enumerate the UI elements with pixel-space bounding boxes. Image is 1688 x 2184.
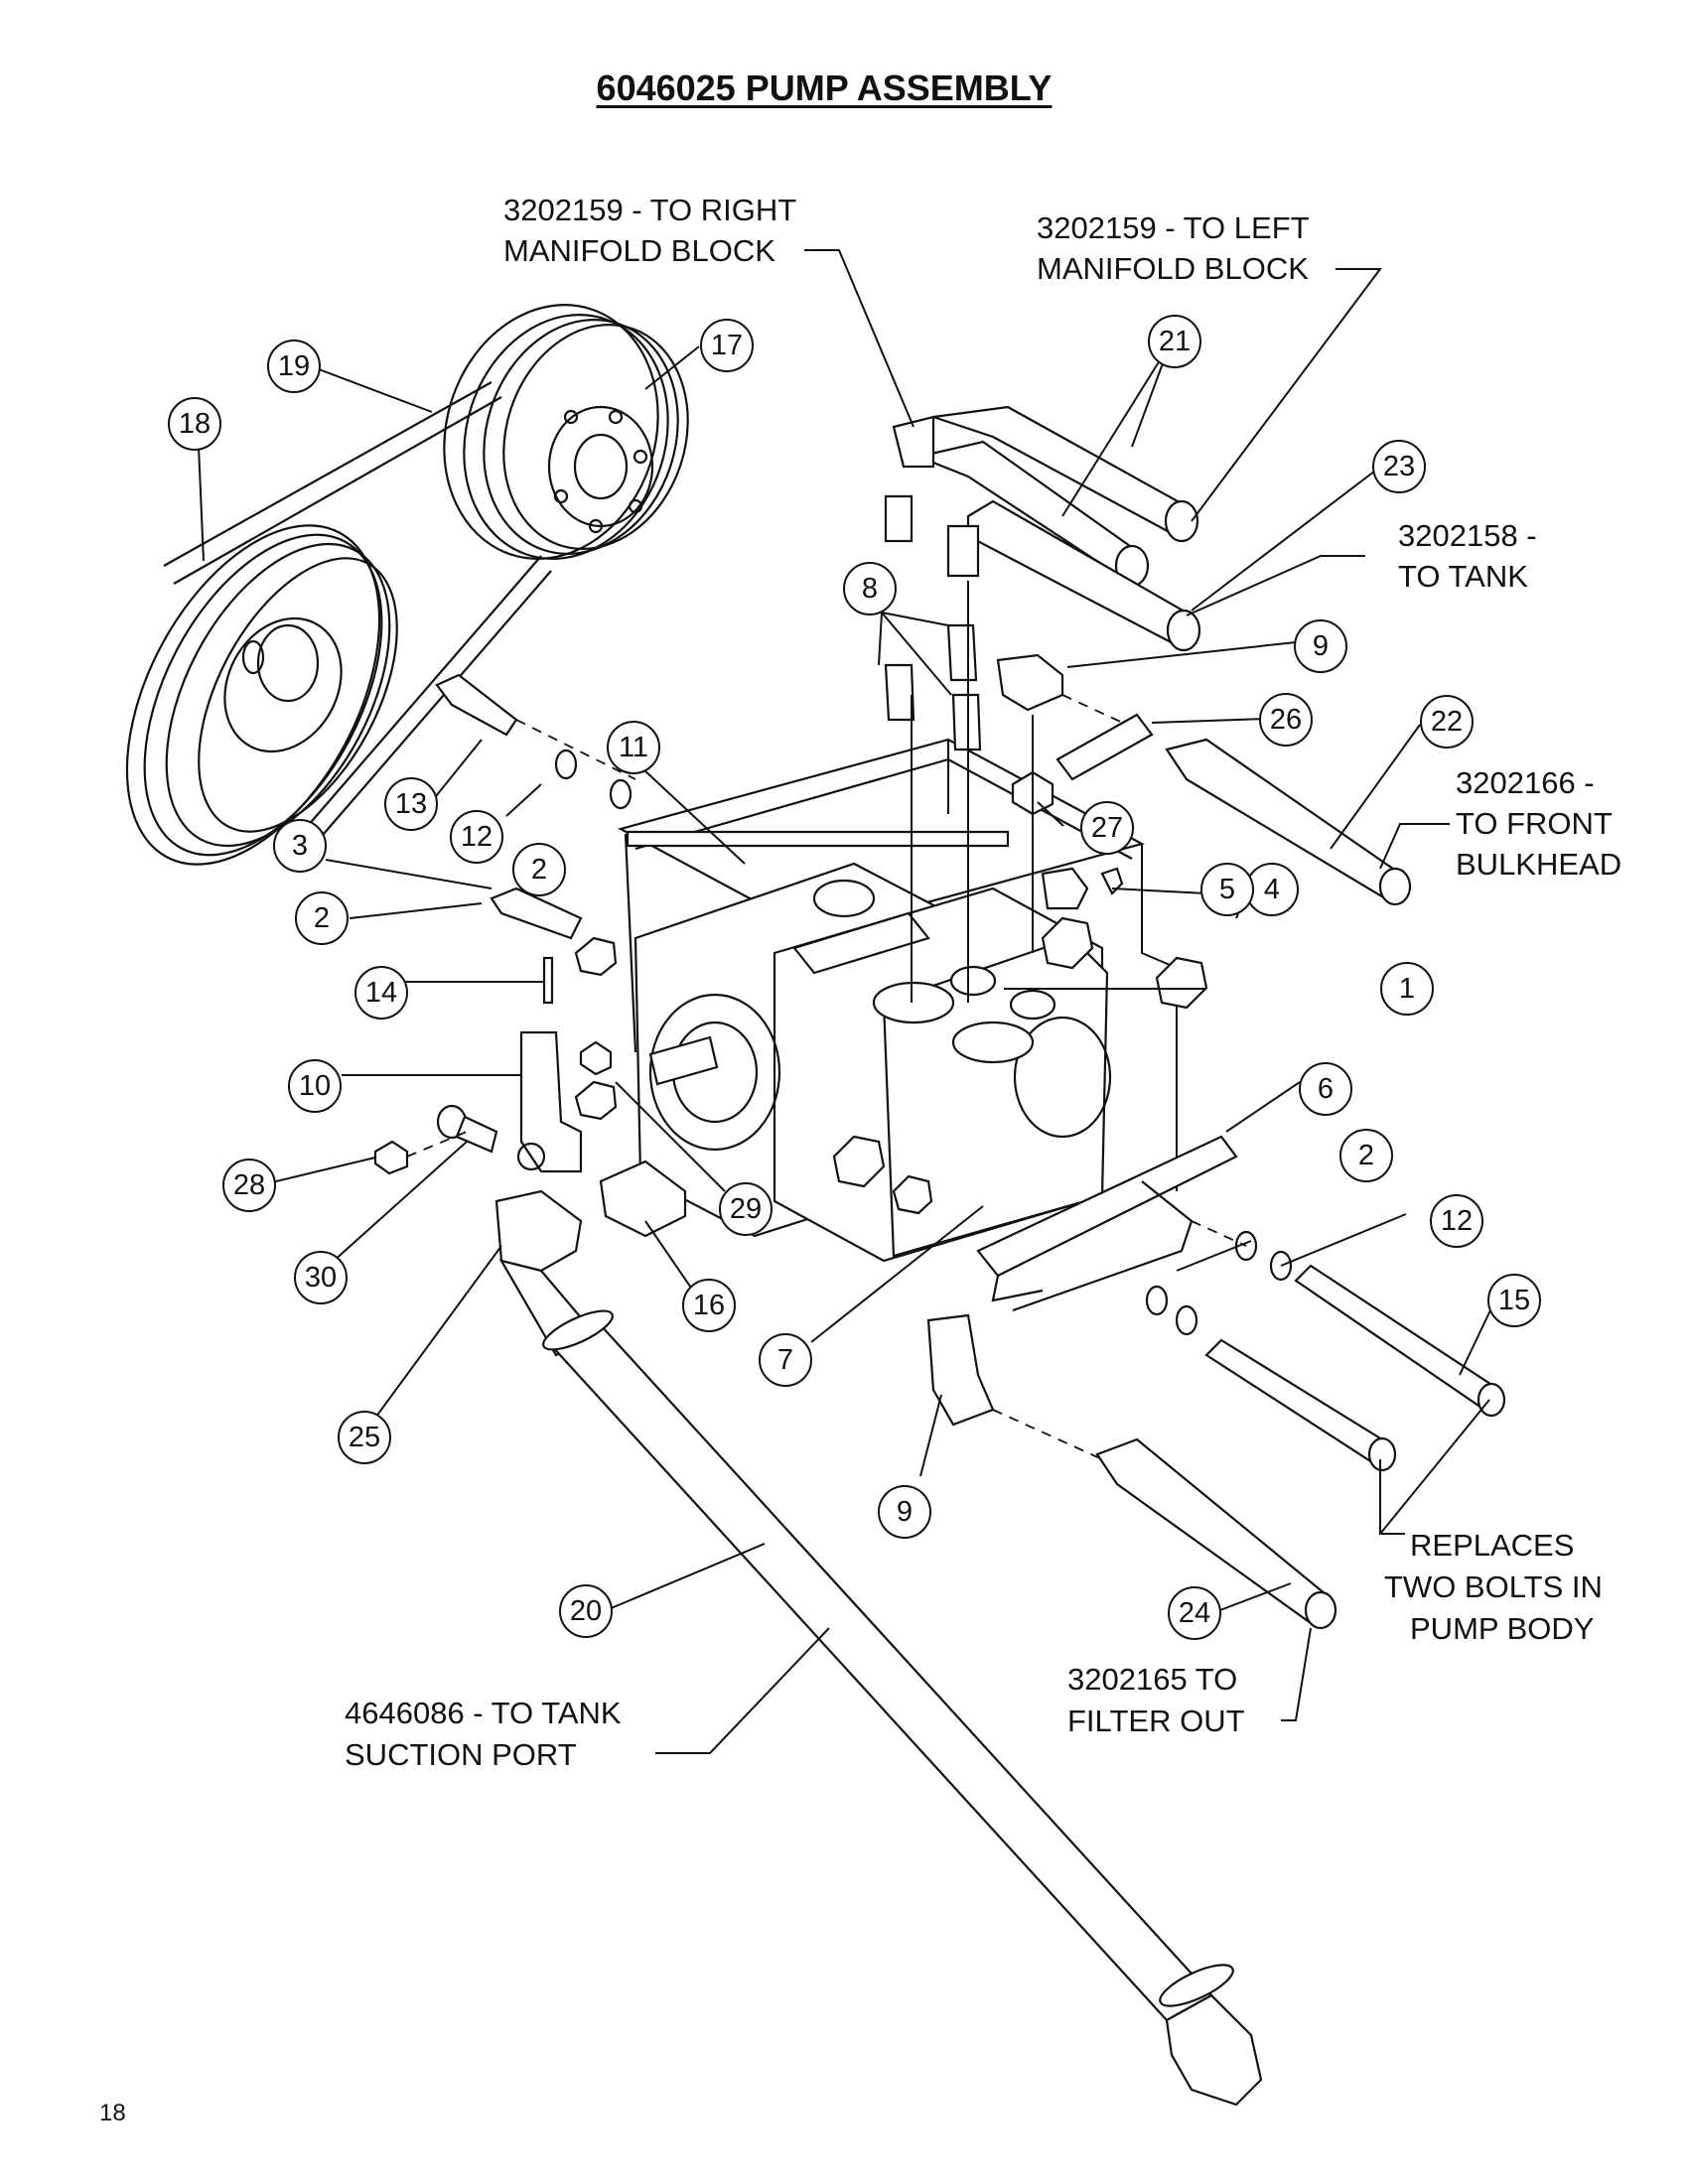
svg-text:22: 22 — [1431, 706, 1463, 738]
note-front-bulkhead-line2: TO FRONT — [1456, 806, 1613, 841]
svg-text:25: 25 — [349, 1422, 380, 1453]
note-to-tank-line2: TO TANK — [1398, 559, 1528, 594]
callout-13: 13 — [384, 777, 438, 831]
fittings-and-hoses — [373, 405, 1506, 2107]
callout-14: 14 — [354, 966, 408, 1020]
callout-23: 23 — [1372, 440, 1426, 493]
svg-text:8: 8 — [862, 573, 878, 605]
svg-text:24: 24 — [1179, 1597, 1210, 1629]
note-front-bulkhead-line3: BULKHEAD — [1456, 847, 1621, 882]
callout-25: 25 — [338, 1411, 391, 1464]
svg-text:30: 30 — [305, 1262, 337, 1294]
callout-28: 28 — [222, 1159, 276, 1212]
svg-text:2: 2 — [314, 902, 330, 934]
svg-text:5: 5 — [1219, 874, 1235, 905]
svg-text:2: 2 — [1358, 1140, 1374, 1171]
note-filter-out-line2: FILTER OUT — [1067, 1704, 1245, 1738]
callout-16: 16 — [682, 1279, 736, 1332]
belt-drive — [125, 304, 689, 866]
note-left-manifold-line1: 3202159 - TO LEFT — [1037, 210, 1310, 245]
note-to-tank-line1: 3202158 - — [1398, 518, 1537, 553]
callout-5: 5 — [1200, 863, 1254, 916]
callout-8: 8 — [843, 562, 897, 615]
note-replaces-line3: PUMP BODY — [1410, 1611, 1594, 1646]
callout-2: 2 — [512, 843, 566, 896]
callout-26: 26 — [1259, 693, 1313, 747]
callout-19: 19 — [267, 340, 321, 393]
svg-text:27: 27 — [1091, 812, 1123, 844]
note-front-bulkhead-line1: 3202166 - — [1456, 765, 1595, 800]
svg-text:6: 6 — [1318, 1073, 1334, 1105]
svg-text:10: 10 — [299, 1070, 331, 1102]
callout-7: 7 — [759, 1333, 812, 1387]
callout-1: 1 — [1380, 962, 1434, 1016]
svg-text:23: 23 — [1383, 451, 1415, 482]
callout-17: 17 — [700, 319, 754, 372]
callout-20: 20 — [559, 1584, 613, 1638]
callout-2: 2 — [295, 891, 349, 945]
callout-12: 12 — [1430, 1194, 1483, 1248]
svg-text:13: 13 — [395, 788, 427, 820]
callout-11: 11 — [607, 721, 660, 774]
svg-text:14: 14 — [365, 977, 397, 1009]
svg-text:18: 18 — [179, 408, 211, 440]
svg-text:4: 4 — [1264, 874, 1280, 905]
note-filter-out-line1: 3202165 TO — [1067, 1662, 1237, 1697]
callout-6: 6 — [1299, 1062, 1352, 1116]
pump-body — [516, 738, 1238, 1312]
callout-15: 15 — [1487, 1274, 1541, 1327]
note-replaces-line1: REPLACES — [1410, 1528, 1574, 1563]
assembly-lines — [406, 581, 1247, 1460]
callout-3: 3 — [273, 819, 327, 873]
note-suction-line1: 4646086 - TO TANK — [345, 1696, 622, 1730]
svg-text:9: 9 — [1313, 630, 1329, 662]
svg-text:17: 17 — [711, 330, 743, 361]
svg-text:19: 19 — [278, 350, 310, 382]
svg-text:12: 12 — [1441, 1205, 1473, 1237]
svg-text:20: 20 — [570, 1595, 602, 1627]
svg-text:29: 29 — [730, 1193, 762, 1225]
page-number: 18 — [99, 2100, 126, 2126]
svg-text:11: 11 — [619, 732, 648, 763]
svg-text:12: 12 — [461, 821, 492, 853]
note-right-manifold-line2: MANIFOLD BLOCK — [503, 233, 775, 268]
svg-text:9: 9 — [897, 1496, 913, 1528]
callout-22: 22 — [1420, 695, 1474, 749]
svg-text:1: 1 — [1399, 973, 1415, 1005]
note-right-manifold-line1: 3202159 - TO RIGHT — [503, 193, 796, 227]
note-left-manifold-line2: MANIFOLD BLOCK — [1037, 251, 1309, 286]
note-replaces-line2: TWO BOLTS IN — [1384, 1570, 1603, 1604]
svg-text:3: 3 — [292, 830, 308, 862]
svg-text:15: 15 — [1498, 1285, 1530, 1316]
callout-9: 9 — [1294, 619, 1347, 673]
svg-text:7: 7 — [777, 1344, 793, 1376]
callout-30: 30 — [294, 1251, 348, 1304]
svg-text:21: 21 — [1159, 326, 1191, 357]
callout-24: 24 — [1168, 1586, 1221, 1640]
callout-2: 2 — [1339, 1129, 1393, 1182]
callout-21: 21 — [1148, 315, 1201, 368]
page-title: 6046025 PUMP ASSEMBLY — [596, 68, 1053, 108]
callout-18: 18 — [168, 397, 221, 451]
callout-12: 12 — [450, 810, 503, 864]
svg-text:2: 2 — [531, 854, 547, 886]
callout-10: 10 — [288, 1059, 342, 1113]
callout-9: 9 — [878, 1485, 931, 1539]
note-suction-line2: SUCTION PORT — [345, 1737, 577, 1772]
svg-text:26: 26 — [1270, 704, 1302, 736]
notes: 3202159 - TO RIGHT MANIFOLD BLOCK 320215… — [345, 193, 1621, 1772]
svg-text:16: 16 — [693, 1290, 725, 1321]
svg-text:28: 28 — [233, 1169, 265, 1201]
callout-balloons: 1 2 2 2 3 4 5 6 7 8 9 9 10 11 12 12 13 1… — [168, 315, 1541, 1640]
callout-29: 29 — [719, 1182, 773, 1236]
callout-27: 27 — [1080, 801, 1134, 855]
